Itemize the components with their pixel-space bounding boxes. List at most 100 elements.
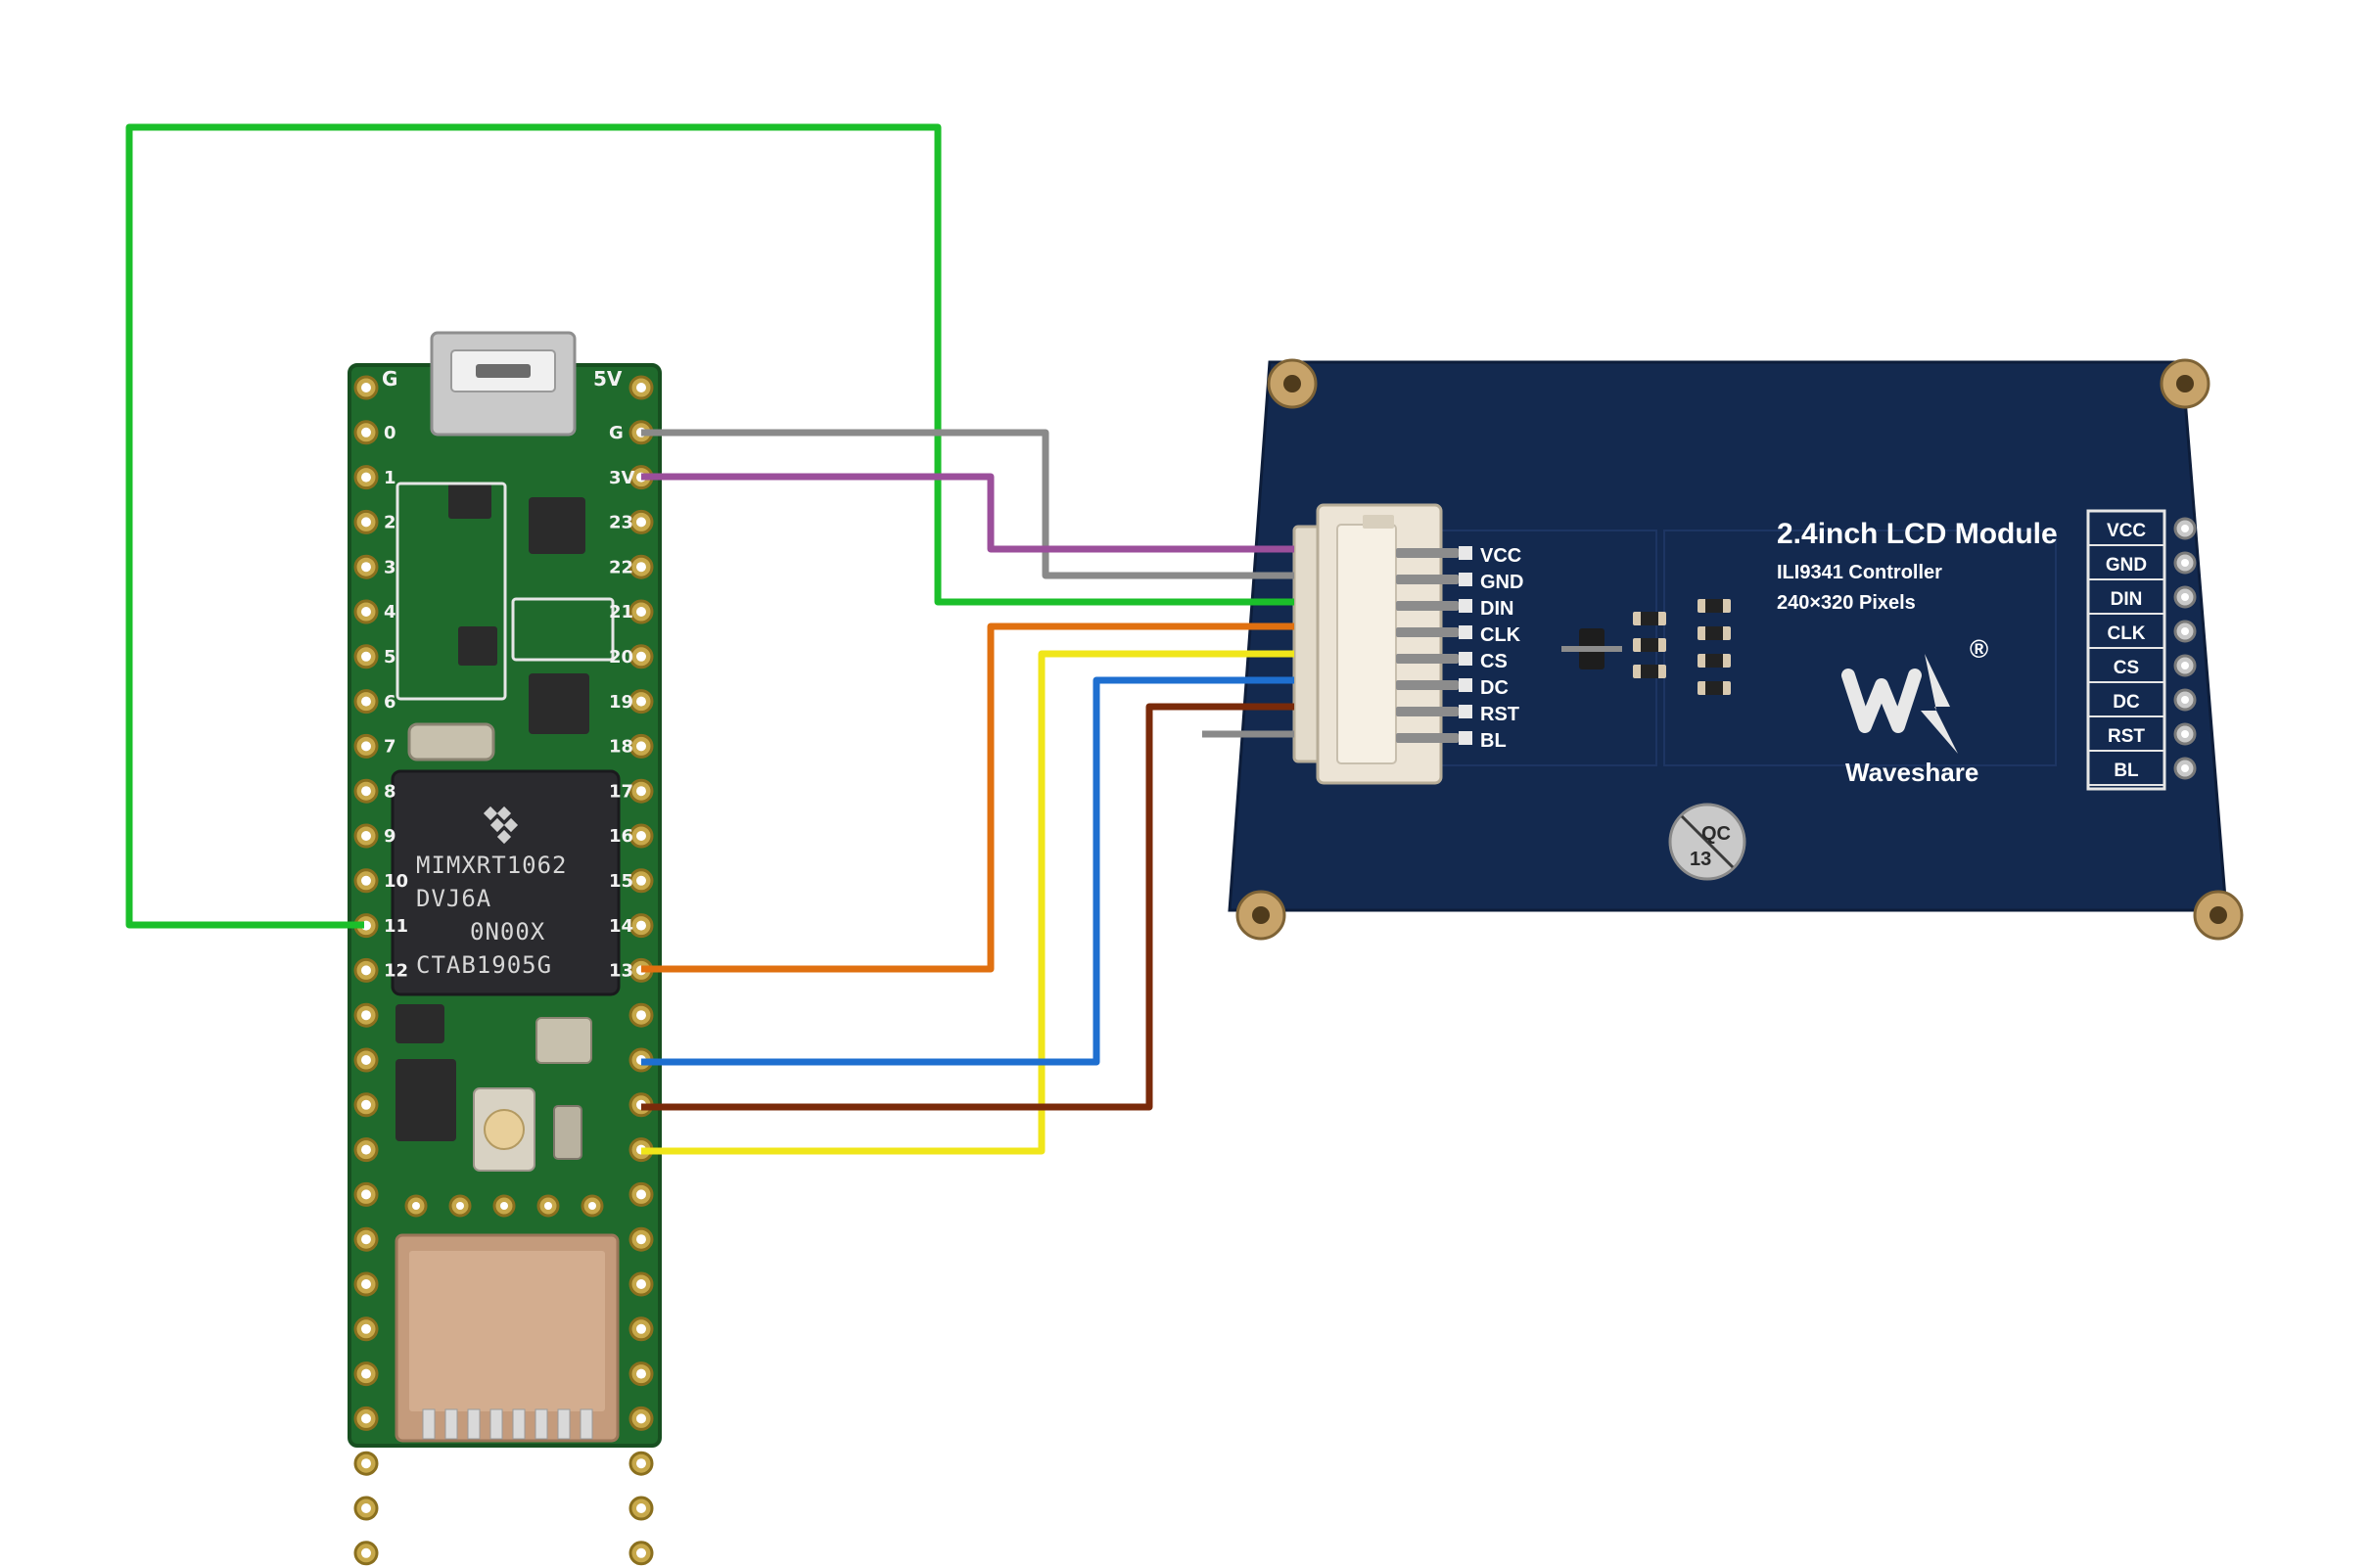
qc-label: QC — [1701, 823, 1731, 845]
silk-right-pin: 16 — [609, 826, 633, 847]
silk-left-pin: 10 — [384, 871, 408, 892]
silk-left-pin: 0 — [384, 423, 396, 443]
connector-pin — [1396, 707, 1459, 716]
side-pin-box — [2086, 509, 2166, 791]
connector-pin-label: BL — [1480, 730, 1507, 752]
side-pin-label: DIN — [2111, 589, 2143, 610]
chip-line-4: CTAB1905G — [416, 951, 552, 979]
qc-sticker: QC 13 — [1668, 803, 1746, 881]
sd-contacts — [422, 1408, 593, 1440]
lcd-title: 2.4inch LCD Module — [1777, 518, 2058, 550]
connector-pin-label: GND — [1480, 572, 1523, 593]
silk-left-pin: 7 — [384, 737, 396, 758]
silk-left-pin: 1 — [384, 468, 396, 488]
standoff-bottom-left — [1235, 890, 1286, 941]
silk-right-pin: 13 — [609, 961, 633, 982]
sd-contact — [557, 1408, 571, 1440]
connector-pin-label: VCC — [1480, 545, 1521, 567]
connector-pin — [1396, 680, 1459, 690]
chip-line-2: DVJ6A — [416, 885, 491, 912]
wire-gnd — [641, 429, 1294, 579]
crystal-2 — [535, 1017, 592, 1064]
silk-left-pin: 11 — [384, 916, 408, 937]
side-pin-label: CS — [2114, 658, 2139, 678]
header-pins — [353, 375, 654, 1566]
wire-din — [125, 123, 1294, 929]
silk-right-pin: G — [609, 423, 624, 443]
sd-contact — [535, 1408, 548, 1440]
silk-right-pin: 20 — [609, 647, 633, 668]
sd-contact — [467, 1408, 481, 1440]
side-pin-label: GND — [2106, 555, 2147, 576]
side-pin-label: RST — [2108, 726, 2145, 747]
standoff-top-right — [2160, 358, 2210, 409]
brand-name: Waveshare — [1845, 758, 1978, 787]
processor-chip — [391, 769, 621, 996]
wire-cs — [641, 650, 1294, 1155]
silk-box-left — [395, 482, 507, 701]
lcd-resolution: 240×320 Pixels — [1777, 592, 1916, 614]
connector-pin — [1396, 654, 1459, 664]
chip-line-3: 0N00X — [470, 918, 545, 945]
sd-contact — [580, 1408, 593, 1440]
silk-left-pin: 3 — [384, 557, 396, 577]
wire-vcc — [641, 473, 1294, 553]
qc-number: 13 — [1690, 849, 1711, 870]
wire-clk — [641, 623, 1294, 973]
silk-top-5v: 5V — [593, 367, 623, 391]
crystal — [407, 722, 495, 761]
freescale-logo — [483, 806, 519, 845]
wires — [125, 123, 1294, 1155]
side-pin-label: DC — [2113, 692, 2140, 713]
sd-contact — [489, 1408, 503, 1440]
sd-contact — [512, 1408, 526, 1440]
ic-small-1 — [529, 497, 585, 554]
connector-pin-label: RST — [1480, 704, 1519, 725]
silk-left-pin: 6 — [384, 692, 396, 713]
connector-pin — [1396, 575, 1459, 584]
silk-right-pin: 22 — [609, 557, 633, 577]
side-pin-header: VCC GND DIN CLK CS DC RST BL — [2086, 509, 2197, 791]
side-pin-label: CLK — [2107, 623, 2145, 644]
silk-right-pin: 3V — [609, 468, 635, 488]
resistors — [1633, 599, 1731, 695]
connector-pin — [1396, 601, 1459, 611]
side-pin-label: BL — [2114, 761, 2139, 781]
standoff-top-left — [1267, 358, 1318, 409]
connector-pin — [1396, 627, 1459, 637]
wire-dc — [641, 676, 1294, 1066]
wire-rst — [641, 703, 1294, 1111]
ic-small-2 — [448, 484, 491, 519]
silk-box — [511, 597, 615, 662]
connector-pin-label: DIN — [1480, 598, 1513, 620]
silk-right-pin: 17 — [609, 781, 633, 802]
silk-left-pin: 5 — [384, 647, 396, 668]
silk-left-pin: 8 — [384, 781, 396, 802]
silk-right-pin: 18 — [609, 737, 633, 758]
silk-left-pin: 9 — [384, 826, 396, 847]
silk-left-pin: 12 — [384, 961, 408, 982]
connector-pin — [1396, 733, 1459, 743]
silk-right-pin: 19 — [609, 692, 633, 713]
flash-chip — [395, 1059, 456, 1141]
ic-small-4 — [529, 673, 589, 734]
connector-pin-label: CLK — [1480, 624, 1521, 646]
connector-pin — [1396, 548, 1459, 558]
sd-contact — [444, 1408, 458, 1440]
connector-pin-labels: VCC GND DIN CLK CS DC RST BL — [1396, 545, 1523, 752]
standoff-bottom-right — [2193, 890, 2244, 941]
side-pin-label: VCC — [2107, 521, 2146, 541]
ic-small-3 — [458, 626, 497, 666]
silk-left-pin: 2 — [384, 513, 396, 533]
silk-left-pin: 4 — [384, 602, 396, 623]
connector-pin-label: CS — [1480, 651, 1508, 672]
connector-pin-label: DC — [1480, 677, 1509, 699]
silk-right-pin: 21 — [609, 602, 633, 623]
teensy-board: G 5V MIMXRT1062 DVJ6A 0N00X CTAB1905G — [348, 331, 662, 1566]
silk-top-g: G — [382, 367, 397, 391]
sd-contact — [422, 1408, 436, 1440]
lcd-module: 2.4inch LCD Module ILI9341 Controller 24… — [1228, 358, 2244, 941]
